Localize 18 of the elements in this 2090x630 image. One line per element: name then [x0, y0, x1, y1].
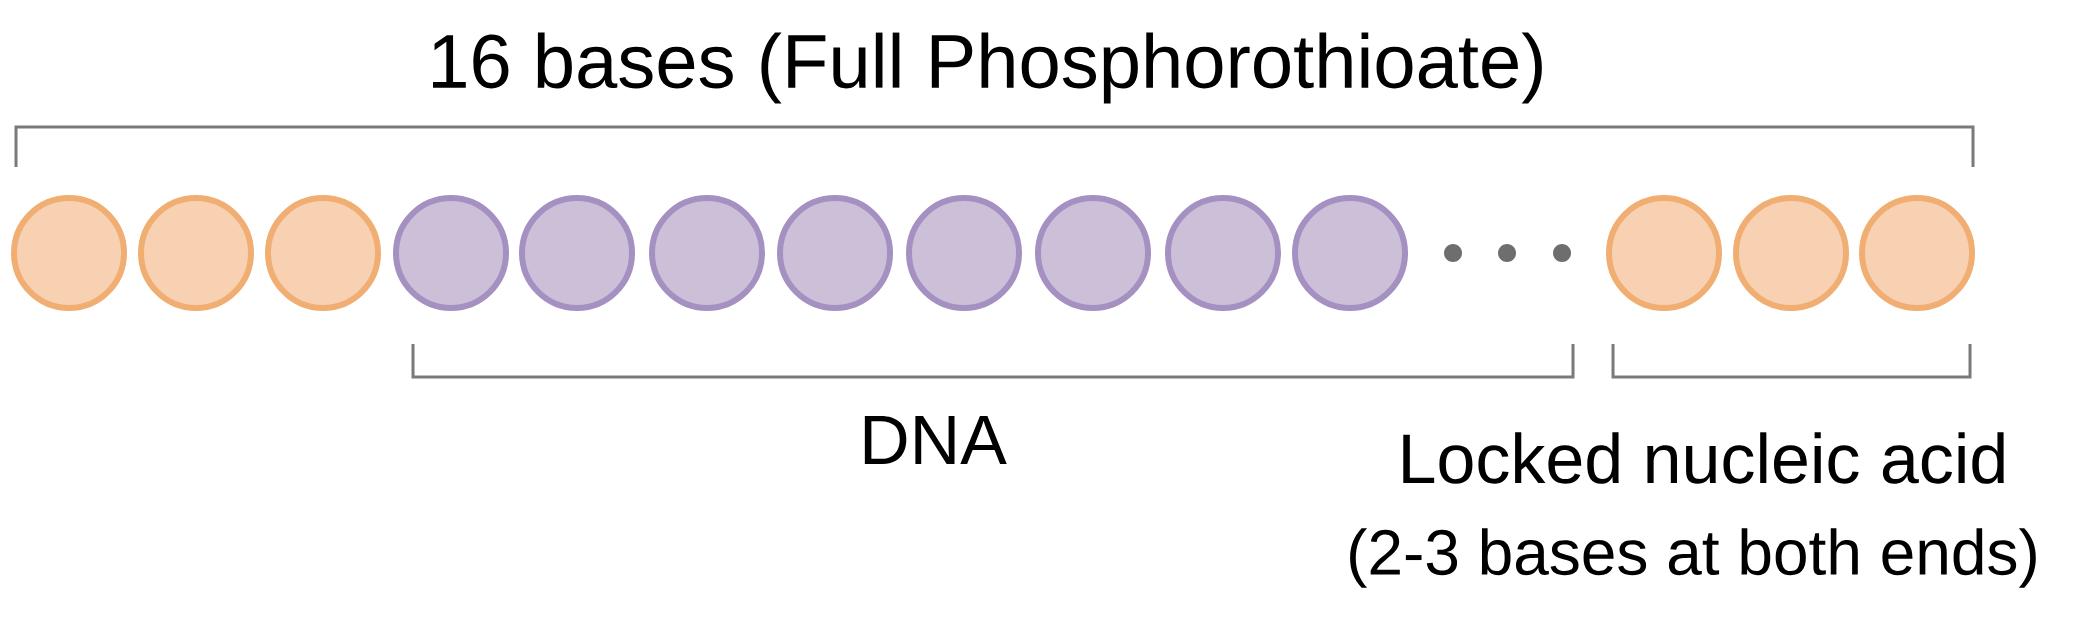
base-circle — [1035, 195, 1151, 311]
base-circle — [777, 195, 893, 311]
title: 16 bases (Full Phosphorothioate) — [433, 32, 1542, 104]
base-circle — [649, 195, 765, 311]
base-circle — [906, 195, 1022, 311]
base-circle — [519, 195, 635, 311]
base-circle — [138, 195, 254, 311]
base-circle — [1859, 195, 1975, 311]
label: (2-3 bases at both ends) — [1350, 528, 2036, 588]
base-circle — [1733, 195, 1849, 311]
base-circle — [1292, 195, 1408, 311]
label: Locked nucleic acid — [1403, 432, 2004, 484]
label: DNA — [864, 415, 1007, 465]
base-circle — [265, 195, 381, 311]
base-circle — [11, 195, 127, 311]
base-circle — [1606, 195, 1722, 311]
base-circle — [1165, 195, 1281, 311]
base-circle — [393, 195, 509, 311]
